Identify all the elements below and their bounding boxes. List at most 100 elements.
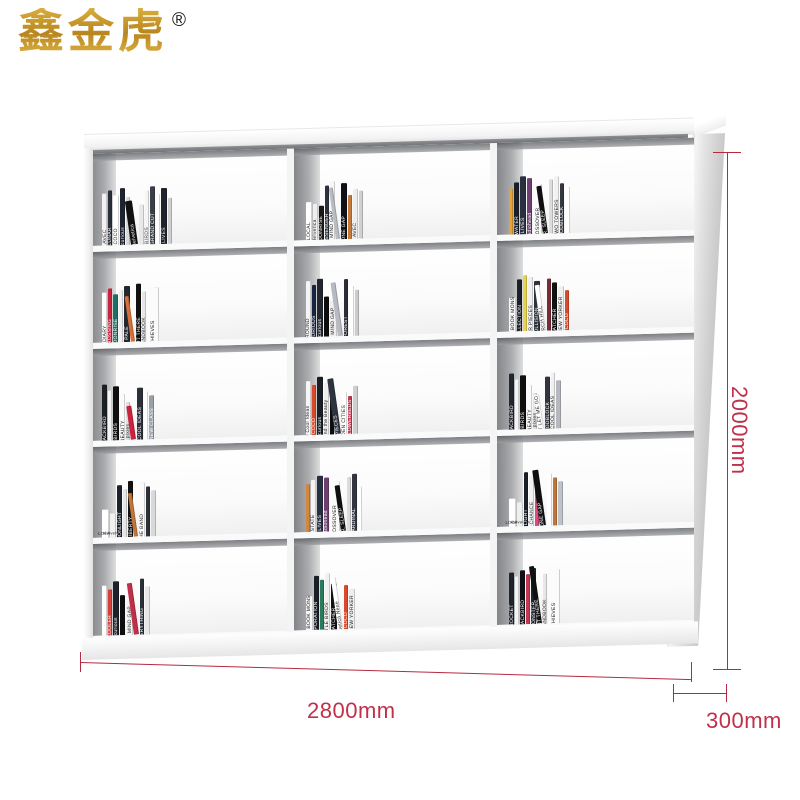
book-spine-title: BIRDS [520,411,527,429]
book-spine-title: BONE GAP [340,215,347,245]
book-spine: ROUND [305,281,311,338]
book-spine: Helvetica [312,203,318,242]
book-spine [323,296,329,337]
book-spine: SNOW BOOK MONS [509,297,517,338]
height-dimension-tick-top [713,152,741,153]
book-spine-title: LIVES [161,226,167,243]
book-spine-title: BLACKBIRD [508,404,515,436]
book-spine-title: THE GRAND CUT [149,212,156,252]
book-spine: LOCAL [305,201,312,240]
book-spine: LITTLE BIRDS [324,573,330,636]
book-spine: LIVES [316,476,323,533]
book-spine-title: curious [316,318,323,338]
book-spine-title: THE NEW CLASS [148,407,155,447]
book-spine: THE NEW CLASS [149,395,155,447]
book-spine [357,487,362,532]
book-spine [168,197,172,244]
book-spine: COCO [311,384,317,435]
book-spine-title: THIEVES [551,602,558,627]
book-spine-title: FOREST [342,316,349,339]
width-dimension-label: 2800mm [307,698,396,723]
depth-dimension-tick-right [726,684,727,702]
book-spine-title: THIEVES [150,320,156,345]
book-spine-title: curious [113,617,119,636]
book-spine: ROCKET [508,572,515,627]
book-spine [565,186,571,233]
book-spine: THE GRAND CUT [150,185,156,252]
registered-trademark-icon: ® [172,10,186,31]
book-spine: CATCHER [552,282,558,335]
book-spine-title: LA CHANCE [528,501,535,534]
book-spine: HANDBOOK [141,291,147,348]
book-spine [348,286,354,337]
book-spine [547,278,552,331]
book-spine: EVAPORATION [313,575,319,636]
book-spine: LIVES [520,175,527,234]
book-spine [358,190,363,239]
book-spine [509,188,514,235]
book-spine: 1000 Cool Ideas [305,380,311,441]
book-spine: LIVES [161,187,167,244]
book-spine-title: THE FLOWERBEDS [346,399,353,442]
book-spine-title: Helvetica [128,223,138,247]
book-spine: curious [316,376,323,435]
book-spine [145,586,150,635]
book-spine [553,477,558,526]
book-spine: curious [119,187,126,245]
book-spine-title: COCO [113,227,119,245]
book-spine [556,380,562,429]
width-dimension-line [79,662,692,681]
book-spine: COOLER [107,589,113,638]
book-spine: THE NEW YORKER [348,588,355,636]
book-spine: THE BAND [139,482,145,542]
book-spine-title: curious [119,226,126,245]
book-spine: BLACKBIRD [102,384,108,447]
depth-dimension-label: 300mm [706,708,782,733]
height-dimension-line [727,152,728,670]
book-spine: COCO [113,194,119,245]
book-spine: THIEVES [548,569,561,626]
book-spine: BONE GAP [340,182,347,244]
book-spine [549,179,554,234]
book-spine [547,473,553,526]
book-spine-title: COCO [342,611,349,629]
book-spine-title: SNOW BOOK MONS [306,594,313,637]
book-spine [523,275,528,332]
book-spine: Helvetica [103,513,123,538]
book-spine: COLLECTION [517,279,523,338]
book-spine-title: curious [316,416,323,435]
book-spine [144,391,148,440]
book-spine: AVEC [352,188,358,239]
book-spine [120,595,125,636]
book-spine: MOONRISE [318,205,324,245]
book-spine: BLACKBIRD [520,570,526,631]
book-spine: CROSSING [107,288,113,348]
book-spine: HIDDEN CITIES [341,391,347,441]
book-spine-title: ROCKET [508,604,515,627]
width-dimension-tick-left [80,652,81,672]
book-spine: radiohead [323,477,329,536]
book-spine-title: SNOW BOOK MONS [509,296,516,339]
book-spine: HANDBOOK [542,573,548,630]
book-spine-title: STATE [310,514,317,532]
book-spine-title: COCO [564,313,571,330]
book-spine: WAR PIECES [528,277,534,338]
book-spine [108,390,112,441]
book-spine-title: LARCH HILL [537,305,548,338]
book-spine: THE FLOWERBEDS [347,395,353,441]
